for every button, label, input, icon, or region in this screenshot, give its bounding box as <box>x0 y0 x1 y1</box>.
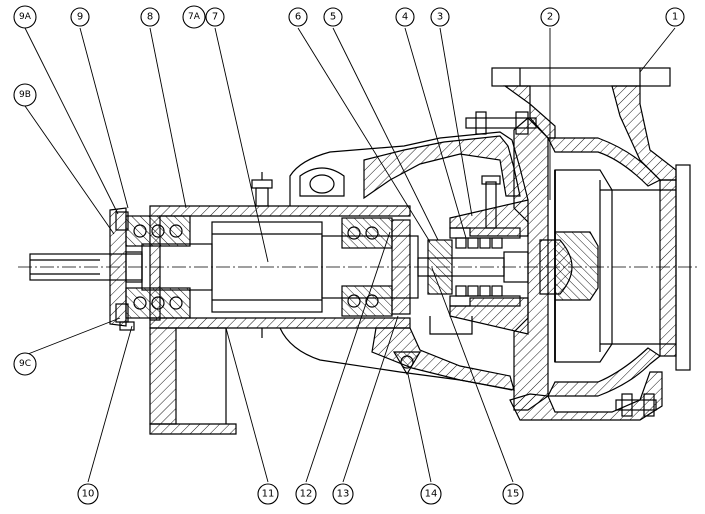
bearing-outboard <box>125 215 191 319</box>
callout-3-label: 3 <box>437 12 443 23</box>
callout-11-label: 11 <box>262 489 275 500</box>
callout-13-label: 13 <box>337 489 350 500</box>
callout-6: 6 <box>288 7 308 27</box>
callout-1: 1 <box>665 7 685 27</box>
callout-5-label: 5 <box>330 12 336 23</box>
callout-9: 9 <box>70 7 90 27</box>
callout-2-label: 2 <box>547 12 553 23</box>
callout-1-label: 1 <box>672 12 678 23</box>
leader-lines <box>24 27 676 483</box>
bearing-frame <box>149 131 529 435</box>
callout-7a: 7A <box>182 5 206 29</box>
callout-7: 7 <box>205 7 225 27</box>
callout-2: 2 <box>540 7 560 27</box>
callout-9a-label: 9A <box>19 12 32 22</box>
callout-9a: 9A <box>13 5 37 29</box>
callout-14-label: 14 <box>425 489 438 500</box>
callout-9-label: 9 <box>77 12 83 23</box>
end-cover <box>109 207 143 331</box>
callout-9b-label: 9B <box>19 90 31 100</box>
callout-8: 8 <box>140 7 160 27</box>
callout-14: 14 <box>420 483 442 505</box>
seal-chamber <box>417 175 529 335</box>
callout-10: 10 <box>77 483 99 505</box>
callout-7a-label: 7A <box>188 12 201 22</box>
callout-13: 13 <box>332 483 354 505</box>
callout-11: 11 <box>257 483 279 505</box>
callout-10-label: 10 <box>82 489 95 500</box>
callout-8-label: 8 <box>147 12 153 23</box>
callout-6-label: 6 <box>295 12 301 23</box>
callout-7-label: 7 <box>212 12 218 23</box>
callout-3: 3 <box>430 7 450 27</box>
callout-15-label: 15 <box>507 489 520 500</box>
callout-4-label: 4 <box>402 12 408 23</box>
callout-9c: 9C <box>13 352 37 376</box>
callout-5: 5 <box>323 7 343 27</box>
callout-12: 12 <box>295 483 317 505</box>
callout-4: 4 <box>395 7 415 27</box>
callout-12-label: 12 <box>300 489 313 500</box>
callout-15: 15 <box>502 483 524 505</box>
callout-9b: 9B <box>13 83 37 107</box>
pump-casing <box>465 67 691 421</box>
callout-9c-label: 9C <box>19 359 31 369</box>
